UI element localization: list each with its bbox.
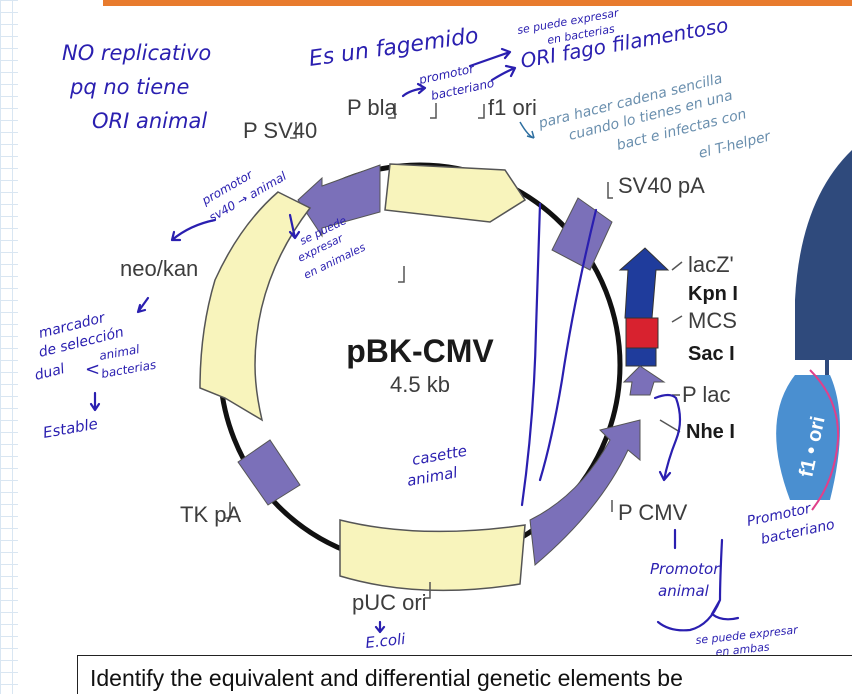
note-cadena-4: el T-helper xyxy=(697,128,773,162)
note-marcador-3: dual xyxy=(33,361,66,384)
label-neo-kan: neo/kan xyxy=(120,256,198,281)
note-no-replicativo-2: pq no tiene xyxy=(69,75,189,99)
plasmid-name: pBK-CMV xyxy=(346,333,494,369)
p-cmv-arrow xyxy=(529,419,641,566)
note-no-replicativo-3: ORI animal xyxy=(92,109,207,133)
note-animal: animal xyxy=(98,342,141,363)
p-sv40-arrow xyxy=(297,164,381,238)
sv40-pa-element xyxy=(551,197,613,271)
plasmid-size: 4.5 kb xyxy=(390,372,450,397)
p-lac-arrow xyxy=(622,365,666,396)
puc-ori-element xyxy=(339,519,526,592)
neo-kan-element xyxy=(199,191,312,422)
lacz-arrow xyxy=(618,247,670,319)
label-p-bla: P bla xyxy=(347,95,398,120)
label-p-cmv: P CMV xyxy=(618,500,688,525)
cropped-side-figure: f1 • ori xyxy=(776,150,852,511)
label-p-lac: P lac xyxy=(682,382,731,407)
note-ecoli: E.coli xyxy=(365,630,407,652)
f1-ori-element xyxy=(384,163,527,223)
label-sv40-pa: SV40 pA xyxy=(618,173,705,198)
label-kpn1: Kpn I xyxy=(688,283,738,305)
header-rule xyxy=(103,0,852,6)
lacz-lower-element xyxy=(625,347,657,367)
note-no-replicativo-1: NO replicativo xyxy=(62,41,211,65)
note-expresar-ambas-2: en ambas xyxy=(715,640,770,659)
label-sac1: Sac I xyxy=(688,343,735,365)
label-puc-ori: pUC ori xyxy=(352,590,427,615)
handwritten-arrow-teal xyxy=(519,121,535,139)
mcs-element xyxy=(625,317,659,349)
label-mcs: MCS xyxy=(688,308,737,333)
tk-pa-element xyxy=(237,439,301,506)
label-lacz: lacZ' xyxy=(688,252,734,277)
note-casette-1: casette xyxy=(411,442,469,469)
label-tk-pa: TK pA xyxy=(180,502,241,527)
leader-lines xyxy=(224,103,683,599)
label-f1-ori: f1 ori xyxy=(488,95,537,120)
note-less-than: < xyxy=(85,359,100,380)
label-nhe1: Nhe I xyxy=(686,421,735,443)
note-promotor-animal-1: Promotor xyxy=(650,560,720,578)
note-estable: Estable xyxy=(42,415,100,442)
handwritten-arrows xyxy=(89,47,740,634)
note-promotor-animal-2: animal xyxy=(658,582,710,600)
label-p-sv40: P SV40 xyxy=(243,118,317,143)
question-caption: Identify the equivalent and differential… xyxy=(77,655,852,694)
